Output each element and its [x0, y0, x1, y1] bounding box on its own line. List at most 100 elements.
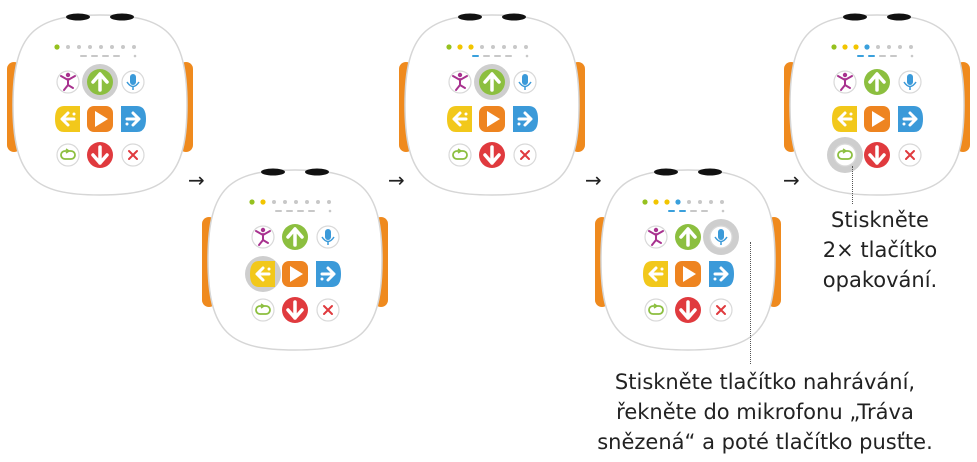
- progress-dot: [709, 200, 713, 204]
- progress-dash: [668, 210, 675, 212]
- repeat-button[interactable]: [448, 143, 472, 167]
- cancel-button[interactable]: [513, 143, 537, 167]
- eye-icon: [305, 168, 329, 176]
- down-button[interactable]: [479, 142, 505, 168]
- robot-step-3: [397, 10, 587, 200]
- dance-button[interactable]: [833, 70, 857, 94]
- microphone-button[interactable]: [316, 225, 340, 249]
- progress-dot: [502, 45, 506, 49]
- progress-dot: [121, 45, 125, 49]
- down-button[interactable]: [864, 142, 890, 168]
- repeat-button[interactable]: [644, 298, 668, 322]
- up-button[interactable]: [864, 69, 890, 95]
- leader-line-repeat: [852, 166, 853, 204]
- robot-step-2: [200, 165, 390, 355]
- robot-body: [207, 169, 383, 351]
- play-button[interactable]: [282, 261, 308, 287]
- progress-dot-active: [675, 199, 681, 205]
- progress-dot-active: [468, 44, 474, 50]
- eye-icon: [66, 13, 90, 21]
- turn-right-button[interactable]: [709, 261, 734, 287]
- dance-button[interactable]: [56, 70, 80, 94]
- caption-repeat-line-2: 2× tlačítko: [822, 238, 938, 262]
- progress-dot: [328, 209, 332, 213]
- progress-dash: [91, 55, 98, 57]
- progress-dot-active: [864, 44, 870, 50]
- progress-dash: [80, 55, 87, 57]
- microphone-button[interactable]: [703, 219, 739, 255]
- caption-record-line-3: snězená“ a poté tlačítko pusťte.: [597, 430, 933, 454]
- microphone-button[interactable]: [898, 70, 922, 94]
- down-button[interactable]: [282, 297, 308, 323]
- progress-dot: [480, 45, 484, 49]
- progress-dot-active: [446, 44, 452, 50]
- turn-right-button[interactable]: [513, 106, 538, 132]
- progress-dot-active: [457, 44, 463, 50]
- caption-repeat-line-1: Stiskněte: [831, 208, 929, 232]
- robot-body: [404, 14, 580, 196]
- progress-dot: [316, 200, 320, 204]
- dance-button[interactable]: [644, 225, 668, 249]
- progress-dash: [505, 55, 512, 57]
- progress-dash: [857, 55, 864, 57]
- dance-button[interactable]: [448, 70, 472, 94]
- microphone-button[interactable]: [513, 70, 537, 94]
- up-button[interactable]: [282, 224, 308, 250]
- repeat-button[interactable]: [827, 137, 863, 173]
- play-button[interactable]: [87, 106, 113, 132]
- progress-dash: [275, 210, 282, 212]
- progress-dash: [494, 55, 501, 57]
- turn-left-button[interactable]: [643, 261, 668, 287]
- eye-icon: [458, 13, 482, 21]
- up-button[interactable]: [675, 224, 701, 250]
- cancel-button[interactable]: [121, 143, 145, 167]
- turn-right-button[interactable]: [316, 261, 341, 287]
- progress-dot: [110, 45, 114, 49]
- eye-icon: [502, 13, 526, 21]
- cancel-button[interactable]: [898, 143, 922, 167]
- turn-right-button[interactable]: [121, 106, 146, 132]
- caption-record-line-2: řekněte do mikrofonu „Tráva: [616, 400, 914, 424]
- robot-body: [600, 169, 776, 351]
- eye-icon: [698, 168, 722, 176]
- microphone-button[interactable]: [121, 70, 145, 94]
- down-button[interactable]: [675, 297, 701, 323]
- turn-left-button[interactable]: [447, 106, 472, 132]
- progress-dot: [698, 200, 702, 204]
- cancel-button[interactable]: [709, 298, 733, 322]
- up-button[interactable]: [82, 64, 118, 100]
- repeat-button[interactable]: [56, 143, 80, 167]
- progress-dot: [910, 54, 914, 58]
- progress-dot-active: [642, 199, 648, 205]
- progress-dot-active: [831, 44, 837, 50]
- robot-step-4: [593, 165, 783, 355]
- up-button[interactable]: [474, 64, 510, 100]
- caption-repeat: Stiskněte 2× tlačítko opakování.: [790, 205, 970, 295]
- robot-step-5: [782, 10, 972, 200]
- progress-dot: [132, 45, 136, 49]
- repeat-button[interactable]: [251, 298, 275, 322]
- progress-dash: [868, 55, 875, 57]
- play-button[interactable]: [864, 106, 890, 132]
- progress-dash: [679, 210, 686, 212]
- cancel-button[interactable]: [316, 298, 340, 322]
- progress-dash: [701, 210, 708, 212]
- play-button[interactable]: [675, 261, 701, 287]
- turn-left-button[interactable]: [55, 106, 80, 132]
- turn-left-button[interactable]: [832, 106, 857, 132]
- arrow-right-icon: →: [585, 168, 602, 192]
- progress-dot: [272, 200, 276, 204]
- dance-button[interactable]: [251, 225, 275, 249]
- progress-dash: [472, 55, 479, 57]
- progress-dot: [876, 45, 880, 49]
- progress-dash: [113, 55, 120, 57]
- turn-left-button[interactable]: [245, 256, 281, 292]
- progress-dot-active: [664, 199, 670, 205]
- progress-dot: [909, 45, 913, 49]
- down-button[interactable]: [87, 142, 113, 168]
- turn-right-button[interactable]: [898, 106, 923, 132]
- progress-dash: [879, 55, 886, 57]
- play-button[interactable]: [479, 106, 505, 132]
- progress-dot: [88, 45, 92, 49]
- progress-dot-active: [249, 199, 255, 205]
